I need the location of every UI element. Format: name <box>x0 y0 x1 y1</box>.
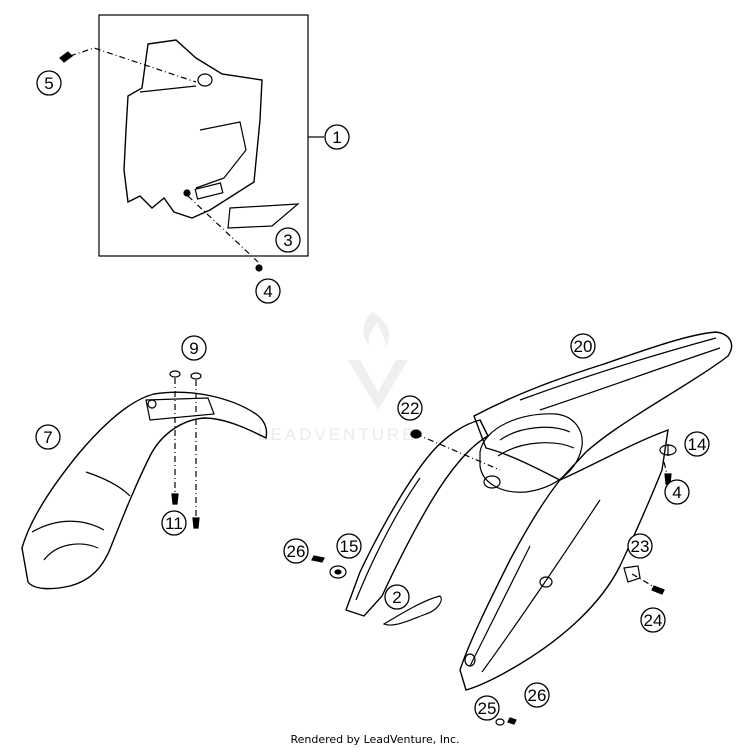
bolt-11b <box>192 517 200 529</box>
plate-mount-hole <box>197 73 213 87</box>
rear-fender-rib-1 <box>519 337 717 401</box>
nut-15-core <box>334 569 342 575</box>
callout-7: 7 <box>35 424 61 450</box>
footer-credit: Rendered by LeadVenture, Inc. <box>290 733 460 746</box>
rear-fender-group <box>311 331 733 726</box>
callout-25-label: 25 <box>478 699 497 718</box>
leader-5 <box>69 47 197 83</box>
rear-fender-20 <box>473 331 733 481</box>
callout-22: 22 <box>397 395 423 421</box>
spacer-23 <box>623 565 641 583</box>
leader-23 <box>631 573 657 589</box>
side-panel-hole <box>539 576 553 588</box>
grommet-22 <box>410 429 422 439</box>
screw-5 <box>59 51 73 63</box>
callout-9-label: 9 <box>189 339 198 358</box>
plate-inner-line <box>195 121 247 189</box>
callout-20-label: 20 <box>574 337 593 356</box>
airbox-hole <box>483 475 501 489</box>
nut-15 <box>329 565 347 579</box>
bolt-24 <box>651 585 665 595</box>
fender-crease-1 <box>31 520 105 533</box>
callout-14-label: 14 <box>688 435 707 454</box>
side-panel-lower-hole <box>464 653 476 667</box>
leader-22 <box>415 433 501 471</box>
washer-9a <box>169 370 181 378</box>
callout-3: 3 <box>275 227 301 253</box>
fender-mount-pad <box>145 397 215 421</box>
bolt-11a <box>171 493 179 505</box>
callout-2: 2 <box>384 584 410 610</box>
callout-5-label: 5 <box>44 74 53 93</box>
callout-22-label: 22 <box>401 399 420 418</box>
callout-25: 25 <box>474 695 500 721</box>
screw-26b <box>507 717 517 725</box>
side-panel-left-rib <box>355 477 421 601</box>
side-panel-right-rib-2 <box>481 499 601 673</box>
callout-4a: 4 <box>255 278 281 304</box>
watermark-logo: LEADVENTURE <box>258 312 417 444</box>
front-fender <box>21 391 268 590</box>
callout-26a: 26 <box>283 538 309 564</box>
watermark-text: LEADVENTURE <box>258 425 417 444</box>
washer-25 <box>495 718 505 726</box>
decal-3 <box>227 203 300 229</box>
callout-3-label: 3 <box>283 231 292 250</box>
callout-9: 9 <box>181 335 207 361</box>
callout-4a-label: 4 <box>263 282 272 301</box>
callout-4b: 4 <box>664 479 690 505</box>
callout-26b: 26 <box>524 682 550 708</box>
callout-7-label: 7 <box>43 428 52 447</box>
side-panel-left <box>345 419 489 617</box>
callout-24: 24 <box>640 607 666 633</box>
plate-vent <box>194 182 224 200</box>
airbox-rib-1 <box>499 426 571 441</box>
fender-mount-hole <box>147 399 157 409</box>
rear-fender-rib-2 <box>539 347 721 411</box>
callouts: 1 2 3 4 4 5 7 9 <box>35 70 710 721</box>
screw-26a <box>311 555 325 563</box>
callout-26a-label: 26 <box>287 542 306 561</box>
fender-crease-2 <box>85 471 131 497</box>
callout-23-label: 23 <box>631 537 650 556</box>
callout-11: 11 <box>161 510 187 536</box>
callout-15-label: 15 <box>340 537 359 556</box>
callout-2-label: 2 <box>392 588 401 607</box>
callout-14: 14 <box>684 431 710 457</box>
callout-5: 5 <box>36 70 62 96</box>
number-plate <box>123 39 263 219</box>
side-panel-right <box>459 428 669 691</box>
plate-top-crease <box>139 85 197 93</box>
airbox-rib-2 <box>497 442 575 457</box>
washer-9b <box>190 372 202 380</box>
number-plate-group <box>59 14 324 272</box>
fender-crease-3 <box>43 543 99 561</box>
plate-screw <box>183 189 191 197</box>
screw-4a <box>255 264 263 272</box>
front-fender-group <box>21 370 268 590</box>
decal-2 <box>382 595 442 626</box>
side-panel-right-rib-1 <box>469 545 531 667</box>
callout-20: 20 <box>570 333 596 359</box>
callout-26b-label: 26 <box>528 686 547 705</box>
kit-frame <box>98 14 309 257</box>
callout-24-label: 24 <box>644 611 663 630</box>
airbox-cover <box>479 413 583 493</box>
callout-1: 1 <box>324 124 350 150</box>
callout-15: 15 <box>336 533 362 559</box>
leader-4a <box>187 195 259 263</box>
callout-1-label: 1 <box>332 128 341 147</box>
callout-11-label: 11 <box>165 514 183 533</box>
callout-4b-label: 4 <box>672 483 681 502</box>
callout-23: 23 <box>627 533 653 559</box>
